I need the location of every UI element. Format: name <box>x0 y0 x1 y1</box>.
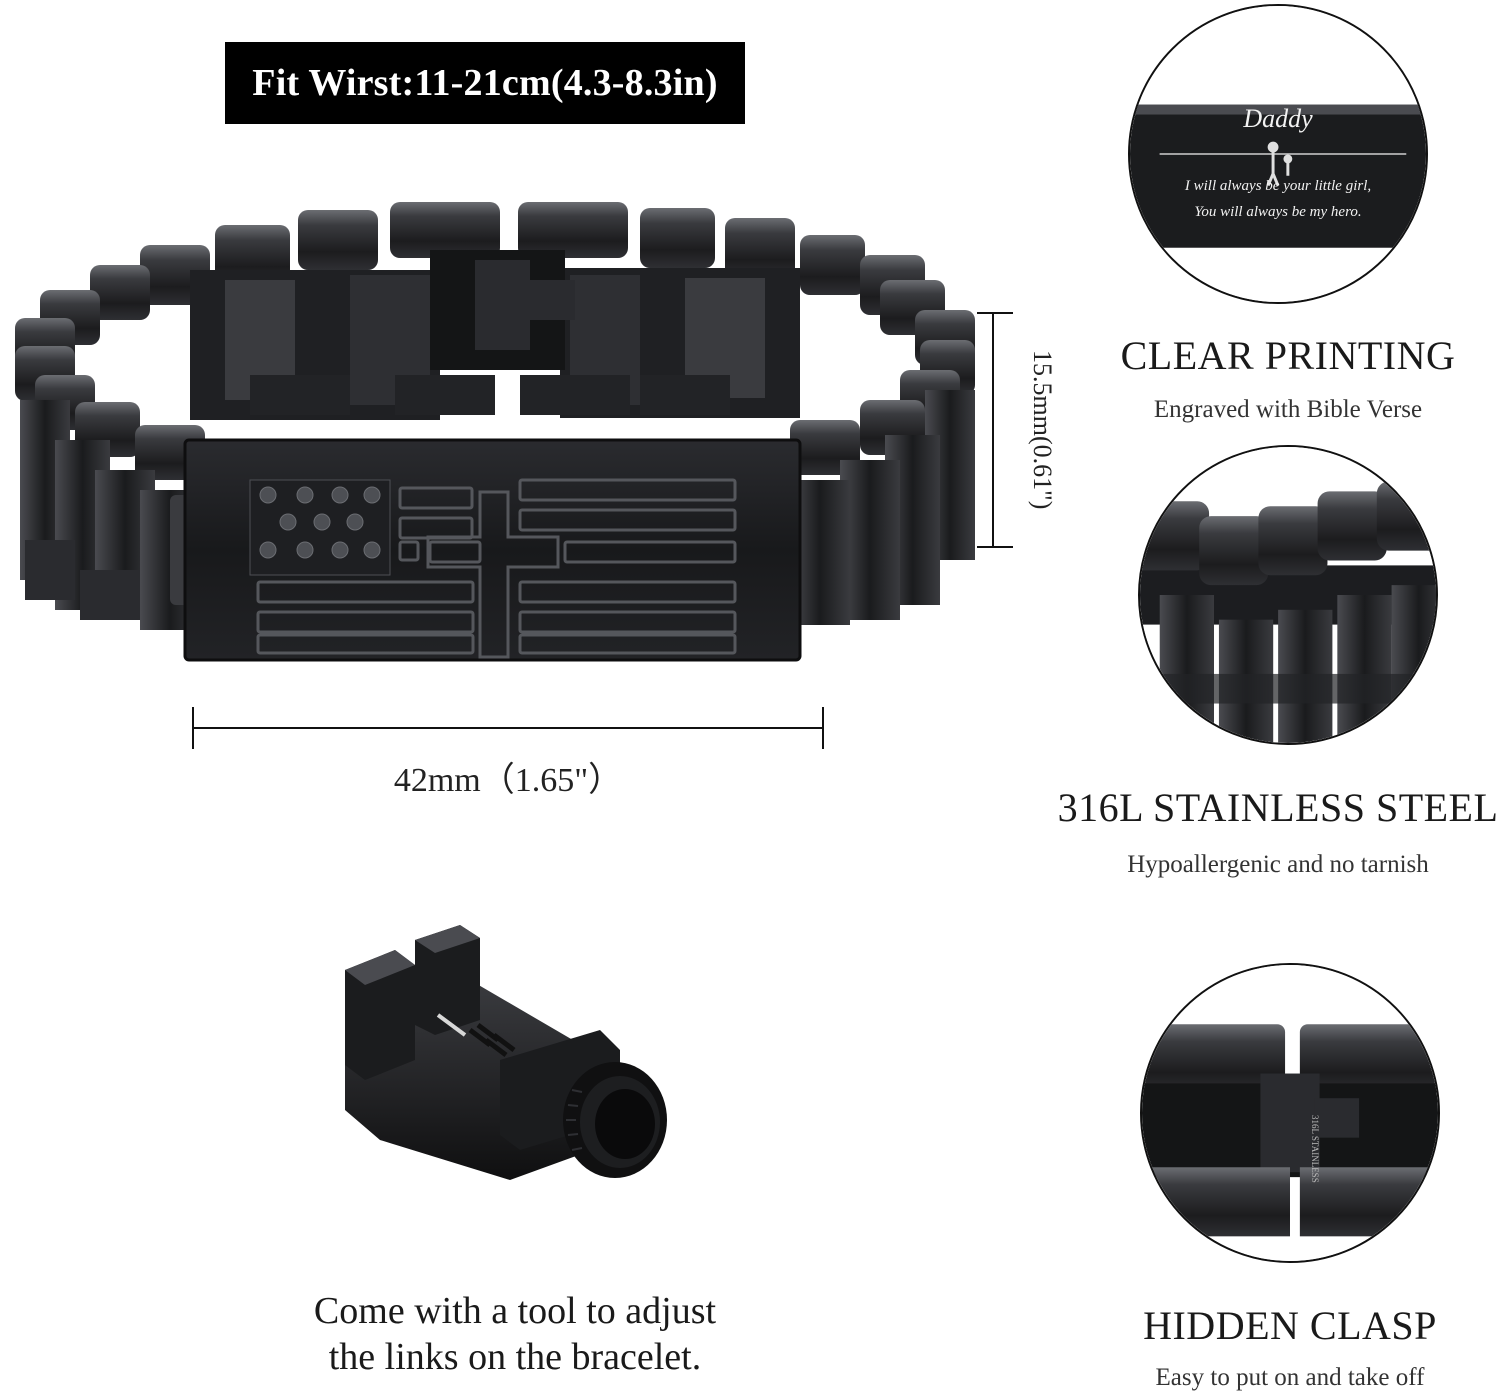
tool-caption: Come with a tool to adjust the links on … <box>230 1288 800 1380</box>
clasp-closeup-image: 316L STAINLESS <box>1140 963 1440 1263</box>
width-dimension-label: 42mm（1.65"） <box>393 762 623 799</box>
engraving-line-1: I will always be your little girl, <box>1184 178 1372 194</box>
tool-caption-line-2: the links on the bracelet. <box>328 1336 702 1378</box>
link-adjust-tool-image <box>345 925 667 1180</box>
feature-subtitle-hidden-clasp: Easy to put on and take off <box>1155 1364 1425 1391</box>
height-dimension-line <box>977 312 1013 548</box>
engraving-name: Daddy <box>1243 104 1313 133</box>
feature-title-clear-printing: CLEAR PRINTING <box>1120 333 1456 378</box>
feature-title-stainless-steel: 316L STAINLESS STEEL <box>1057 785 1499 830</box>
links-closeup-image <box>1138 445 1438 745</box>
clasp-stamp: 316L STAINLESS <box>1310 1115 1320 1183</box>
tool-caption-line-1: Come with a tool to adjust <box>313 1290 717 1332</box>
feature-subtitle-stainless-steel: Hypoallergenic and no tarnish <box>1127 851 1429 878</box>
bracelet-image <box>15 202 975 662</box>
bracelet-id-plate <box>170 438 802 662</box>
feature-title-hidden-clasp: HIDDEN CLASP <box>1143 1303 1437 1348</box>
feature-subtitle-clear-printing: Engraved with Bible Verse <box>1153 396 1423 423</box>
engraving-closeup-image: Daddy I will always be your little girl,… <box>1128 4 1428 304</box>
width-dimension-line <box>192 707 824 749</box>
height-dimension-label: 15.5mm(0.61") <box>1028 350 1057 510</box>
bracelet-back-links <box>140 202 925 420</box>
fit-size-badge: Fit Wirst:11-21cm(4.3-8.3in) <box>225 42 745 124</box>
engraving-line-2: You will always be my hero. <box>1194 204 1362 220</box>
